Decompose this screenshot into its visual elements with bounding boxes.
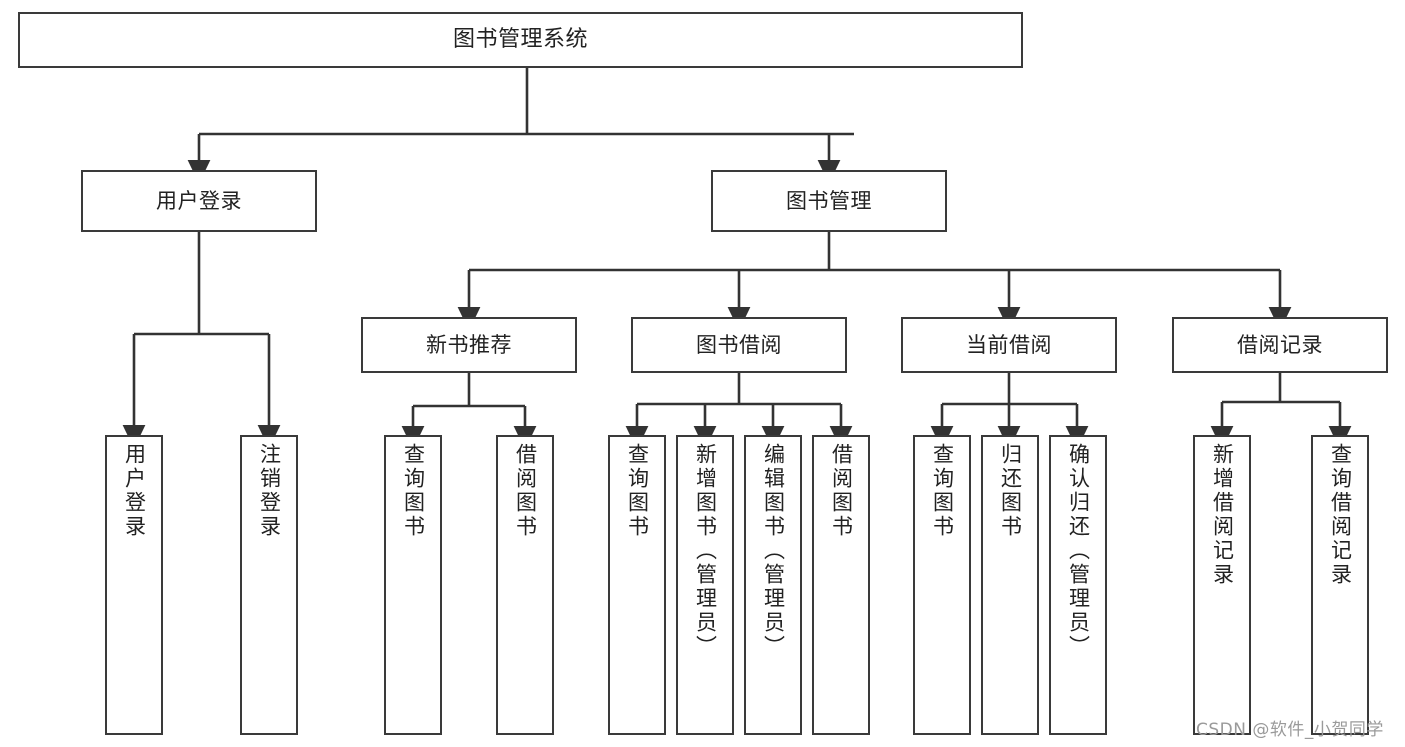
leaf-book-borrow-borrow[interactable]: 借阅图书 (812, 435, 870, 735)
leaf-user-login-logout[interactable]: 注销登录 (240, 435, 298, 735)
leaf-current-borrow-confirm-return[interactable]: 确认归还（管理员） (1049, 435, 1107, 735)
leaf-new-book-borrow[interactable]: 借阅图书 (496, 435, 554, 735)
leaf-borrow-record-add[interactable]: 新增借阅记录 (1193, 435, 1251, 735)
leaf-book-borrow-add-label: 新增图书（管理员） (693, 443, 718, 659)
node-book-borrow[interactable]: 图书借阅 (631, 317, 847, 373)
node-user-login[interactable]: 用户登录 (81, 170, 317, 232)
node-borrow-record[interactable]: 借阅记录 (1172, 317, 1388, 373)
node-book-borrow-label: 图书借阅 (696, 332, 782, 357)
leaf-user-login-logout-label: 注销登录 (257, 443, 282, 539)
node-current-borrow-label: 当前借阅 (966, 332, 1052, 357)
node-new-book-recommend-label: 新书推荐 (426, 332, 512, 357)
leaf-borrow-record-query-label: 查询借阅记录 (1328, 443, 1353, 587)
node-user-login-label: 用户登录 (156, 188, 242, 213)
leaf-new-book-query[interactable]: 查询图书 (384, 435, 442, 735)
leaf-book-borrow-edit[interactable]: 编辑图书（管理员） (744, 435, 802, 735)
leaf-borrow-record-query[interactable]: 查询借阅记录 (1311, 435, 1369, 735)
leaf-book-borrow-query-label: 查询图书 (625, 443, 650, 539)
node-book-management[interactable]: 图书管理 (711, 170, 947, 232)
leaf-borrow-record-add-label: 新增借阅记录 (1210, 443, 1235, 587)
node-root-label: 图书管理系统 (452, 27, 588, 53)
leaf-current-borrow-confirm-return-label: 确认归还（管理员） (1066, 443, 1091, 659)
leaf-book-borrow-add[interactable]: 新增图书（管理员） (676, 435, 734, 735)
leaf-book-borrow-query[interactable]: 查询图书 (608, 435, 666, 735)
leaf-book-borrow-borrow-label: 借阅图书 (829, 443, 854, 539)
node-current-borrow[interactable]: 当前借阅 (901, 317, 1117, 373)
node-new-book-recommend[interactable]: 新书推荐 (361, 317, 577, 373)
node-borrow-record-label: 借阅记录 (1237, 332, 1323, 357)
leaf-current-borrow-query-label: 查询图书 (930, 443, 955, 539)
leaf-new-book-borrow-label: 借阅图书 (513, 443, 538, 539)
node-book-management-label: 图书管理 (786, 188, 872, 213)
leaf-current-borrow-return[interactable]: 归还图书 (981, 435, 1039, 735)
leaf-current-borrow-query[interactable]: 查询图书 (913, 435, 971, 735)
leaf-new-book-query-label: 查询图书 (401, 443, 426, 539)
leaf-current-borrow-return-label: 归还图书 (998, 443, 1023, 539)
watermark: CSDN @软件_小贺同学 (1196, 720, 1384, 740)
leaf-user-login-login[interactable]: 用户登录 (105, 435, 163, 735)
leaf-book-borrow-edit-label: 编辑图书（管理员） (761, 443, 786, 659)
leaf-user-login-login-label: 用户登录 (122, 443, 147, 539)
node-root-book-management-system[interactable]: 图书管理系统 (18, 12, 1023, 68)
